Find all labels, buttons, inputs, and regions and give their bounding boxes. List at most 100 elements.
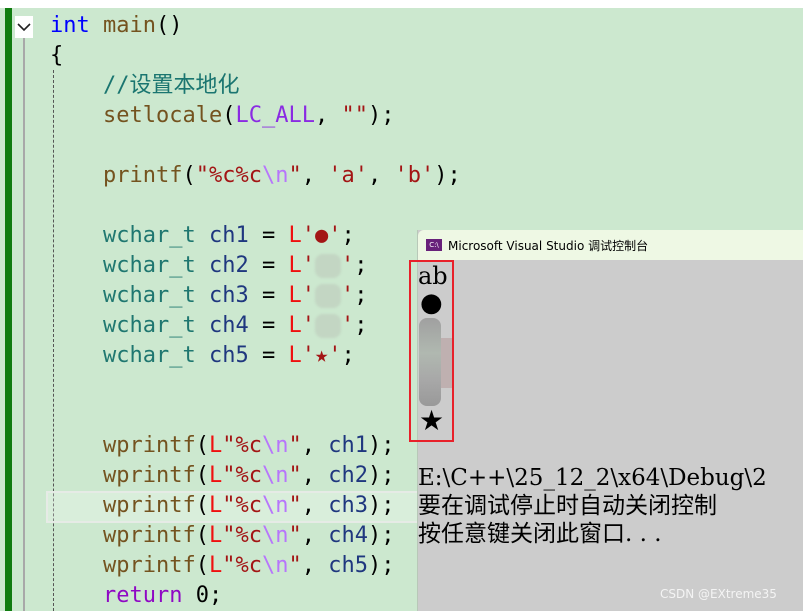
code-line[interactable]: wchar_t ch5 = L'★';: [103, 341, 355, 371]
code-token: (: [195, 463, 209, 488]
output-ch5: ★: [419, 404, 445, 437]
code-token: "%c: [222, 463, 262, 488]
code-token: [196, 283, 209, 308]
code-line[interactable]: {: [50, 41, 63, 71]
code-token: ': [340, 283, 355, 308]
left-gutter: [0, 8, 5, 611]
code-token: L: [208, 523, 223, 548]
code-token: wprintf: [103, 523, 196, 548]
indent-guide: [53, 70, 54, 611]
redacted-char: [314, 254, 341, 278]
code-token: '●': [301, 223, 342, 248]
code-token: [196, 253, 209, 278]
code-line[interactable]: wprintf(L"%c\n", ch3);: [103, 491, 394, 521]
code-token: ': [301, 313, 315, 338]
code-token: (: [195, 493, 209, 518]
code-token: \n: [261, 463, 289, 488]
code-line[interactable]: int main(): [50, 11, 182, 41]
code-token: ch1: [208, 223, 249, 248]
code-token: \n: [261, 493, 289, 518]
code-line[interactable]: wprintf(L"%c\n", ch1);: [103, 431, 394, 461]
code-token: ,: [314, 103, 342, 128]
code-token: \n: [261, 163, 289, 188]
code-token: [196, 343, 209, 368]
code-token: =: [248, 343, 289, 368]
debug-console-window[interactable]: C:\ Microsoft Visual Studio 调试控制台 ab ● ★…: [417, 230, 803, 611]
code-token: (: [195, 553, 209, 578]
code-token: ,: [301, 553, 329, 578]
code-token: );: [367, 553, 395, 578]
code-line[interactable]: setlocale(LC_ALL, "");: [103, 101, 394, 131]
code-token: \n: [261, 523, 289, 548]
code-token: ch5: [208, 343, 249, 368]
code-token: \n: [261, 433, 289, 458]
code-token: [90, 13, 103, 38]
code-token: [182, 583, 195, 608]
code-token: ch3: [208, 283, 249, 308]
code-token: [196, 223, 209, 248]
code-token: =: [248, 313, 289, 338]
code-token: (: [195, 433, 209, 458]
code-token: );: [434, 163, 461, 188]
code-token: wchar_t: [103, 313, 196, 338]
code-token: ch2: [208, 253, 249, 278]
code-line[interactable]: wprintf(L"%c\n", ch5);: [103, 551, 394, 581]
code-token: {: [50, 43, 64, 68]
console-message-2: 按任意键关闭此窗口. . .: [418, 521, 662, 547]
code-token: ": [288, 553, 302, 578]
code-line[interactable]: wchar_t ch4 = L'';: [103, 311, 367, 341]
code-token: ': [340, 253, 355, 278]
code-token: //设置本地化: [103, 73, 240, 98]
code-token: L: [208, 553, 223, 578]
code-token: wchar_t: [103, 223, 196, 248]
code-token: ,: [301, 163, 329, 188]
code-line[interactable]: wprintf(L"%c\n", ch4);: [103, 521, 394, 551]
code-token: "%c: [222, 433, 262, 458]
code-token: L: [208, 433, 223, 458]
code-token: wchar_t: [103, 343, 196, 368]
code-line[interactable]: return 0;: [103, 581, 222, 611]
code-token: ch1: [328, 433, 368, 458]
console-title-bar[interactable]: C:\ Microsoft Visual Studio 调试控制台: [418, 230, 803, 260]
code-token: L: [288, 223, 302, 248]
code-token: L: [208, 463, 223, 488]
code-token: wprintf: [103, 433, 196, 458]
change-indicator-bar: [5, 8, 12, 611]
code-token: wchar_t: [103, 253, 196, 278]
code-token: ,: [367, 163, 395, 188]
top-strip: [0, 0, 803, 8]
code-line[interactable]: wchar_t ch3 = L'';: [103, 281, 367, 311]
code-token: wprintf: [103, 553, 196, 578]
code-line[interactable]: wprintf(L"%c\n", ch2);: [103, 461, 394, 491]
code-token: 0: [195, 583, 209, 608]
watermark: CSDN @EXtreme35: [660, 587, 777, 601]
code-token: ": [288, 163, 302, 188]
code-token: '★': [301, 343, 342, 368]
code-token: (): [155, 13, 183, 38]
code-token: ": [288, 463, 302, 488]
code-token: ;: [208, 583, 223, 608]
code-token: );: [367, 103, 395, 128]
code-token: main: [103, 13, 156, 38]
output-ch1: ●: [420, 288, 443, 318]
code-token: =: [248, 223, 289, 248]
code-token: 'a': [328, 163, 368, 188]
code-token: );: [367, 433, 395, 458]
code-token: ': [301, 283, 315, 308]
code-line[interactable]: wchar_t ch1 = L'●';: [103, 221, 355, 251]
code-token: \n: [261, 553, 289, 578]
code-line[interactable]: wchar_t ch2 = L'';: [103, 251, 367, 281]
redacted-char: [314, 284, 341, 308]
code-token: wprintf: [103, 463, 196, 488]
code-line[interactable]: printf("%c%c\n", 'a', 'b');: [103, 161, 461, 191]
collapse-chevron-icon[interactable]: [15, 16, 33, 38]
code-token: ": [288, 433, 302, 458]
redacted-output: [441, 338, 454, 388]
code-token: printf: [103, 163, 183, 188]
code-token: LC_ALL: [235, 103, 315, 128]
code-token: ": [288, 523, 302, 548]
code-token: ;: [341, 343, 355, 368]
code-token: (: [195, 523, 209, 548]
console-path-line: E:\C++\25_12_2\x64\Debug\2: [418, 465, 767, 491]
code-line[interactable]: //设置本地化: [103, 71, 240, 101]
